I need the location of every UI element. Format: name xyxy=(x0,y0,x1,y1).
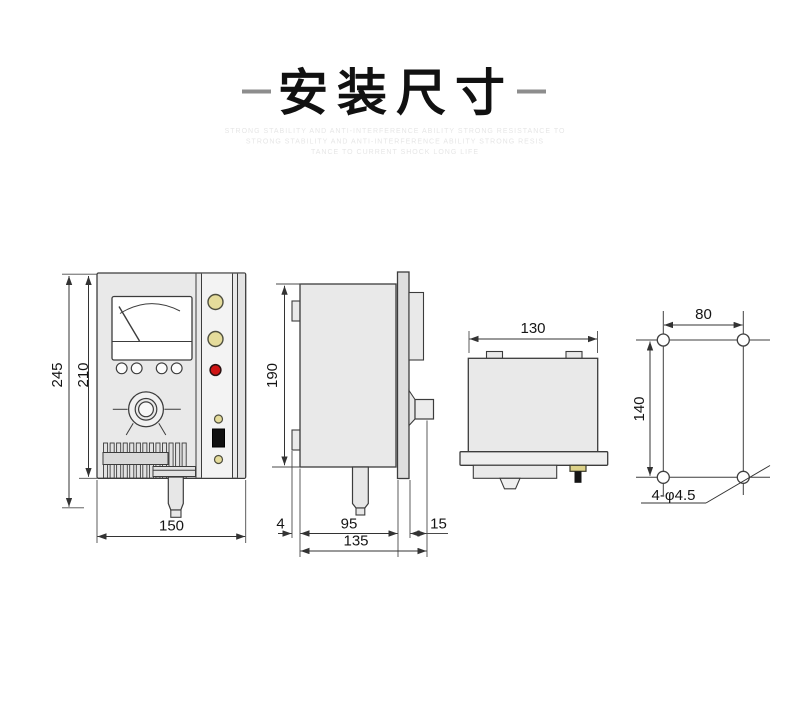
small-yellow-lamp-top xyxy=(213,414,224,424)
heatsink-brace xyxy=(102,452,169,465)
base-plate xyxy=(459,451,609,466)
dim-label-95: 95 xyxy=(341,516,358,533)
side-view: 190 4 95 15 135 xyxy=(264,271,448,557)
dim-label-135: 135 xyxy=(343,533,368,550)
lower-housing xyxy=(472,464,558,479)
terminal-screw-stem xyxy=(574,471,582,483)
heatsink xyxy=(102,442,187,479)
meter-window xyxy=(111,295,193,361)
small-yellow-lamp-bottom xyxy=(213,454,224,465)
front-controls xyxy=(207,293,225,465)
knob-tick xyxy=(158,422,167,436)
probe-body-side xyxy=(351,466,369,509)
knob-center xyxy=(138,401,155,418)
dim-label-15: 15 xyxy=(430,516,447,533)
dim-label-130: 130 xyxy=(520,320,545,337)
indicator-hole xyxy=(130,362,143,375)
meter-needle xyxy=(118,306,141,342)
toggle-switch xyxy=(212,428,225,448)
terminal-block-side xyxy=(408,291,425,361)
front-view: 245 210 150 xyxy=(49,272,247,543)
sensor-probe-front xyxy=(152,466,196,518)
watermark-line-3: TANCE TO CURRENT SHOCK LONG LIFE xyxy=(311,149,479,156)
mounting-plate-side xyxy=(396,271,410,480)
holes-label: 4-φ4.5 xyxy=(652,487,696,504)
indicator-hole xyxy=(115,362,128,375)
probe-tip xyxy=(170,509,182,518)
probe-clamp-bar xyxy=(152,466,196,477)
back-view: 130 xyxy=(459,320,609,490)
side-tab-top xyxy=(291,300,301,322)
dim-label-80: 80 xyxy=(695,306,712,323)
red-indicator-lamp xyxy=(209,363,222,377)
heatsink-fin xyxy=(181,442,187,479)
watermark-line-1: STRONG STABILITY AND ANTI-INTERFERENCE A… xyxy=(225,128,566,135)
indicator-holes xyxy=(115,362,183,375)
dim-label-140: 140 xyxy=(631,396,648,421)
knob-side xyxy=(414,398,435,420)
yellow-button-top xyxy=(207,293,224,311)
mounting-hole xyxy=(736,333,750,347)
indicator-hole xyxy=(155,362,168,375)
knob-tick xyxy=(125,422,134,436)
page-title: 安装尺寸 xyxy=(278,65,514,121)
back-tab-left xyxy=(485,350,504,360)
probe-tip-side xyxy=(355,507,366,516)
device-body-back xyxy=(467,357,599,453)
side-view-dimensions: 190 4 95 15 135 xyxy=(264,283,448,557)
holes-leader-line xyxy=(705,465,771,504)
front-view-dimensions: 245 210 150 xyxy=(49,273,247,543)
mounting-hole xyxy=(656,470,670,484)
mounting-view: 80 140 4-φ4.5 xyxy=(631,306,771,504)
dim-label-210: 210 xyxy=(75,362,92,387)
side-tab-bottom xyxy=(291,429,301,451)
dim-label-4: 4 xyxy=(276,516,284,533)
knob-boss-side xyxy=(408,388,416,427)
control-knob xyxy=(112,391,181,436)
housing-tab xyxy=(499,477,521,490)
title-block: 安装尺寸 STRONG STABILITY AND ANTI-INTERFERE… xyxy=(225,65,566,156)
watermark-line-2: STRONG STABILITY AND ANTI-INTERFERENCE A… xyxy=(246,139,544,146)
indicator-hole xyxy=(170,362,183,375)
terminal-screw-head xyxy=(569,464,587,472)
dim-label-245: 245 xyxy=(49,362,66,387)
right-flange xyxy=(237,273,245,478)
analog-meter xyxy=(111,295,193,361)
probe-body xyxy=(167,476,184,511)
dim-label-190: 190 xyxy=(264,363,281,388)
meter-scale-arc xyxy=(119,303,181,314)
device-body-side xyxy=(299,283,397,468)
dim-label-150: 150 xyxy=(159,518,184,535)
yellow-button-middle xyxy=(207,330,224,348)
mounting-hole xyxy=(656,333,670,347)
back-tab-right xyxy=(565,350,583,360)
